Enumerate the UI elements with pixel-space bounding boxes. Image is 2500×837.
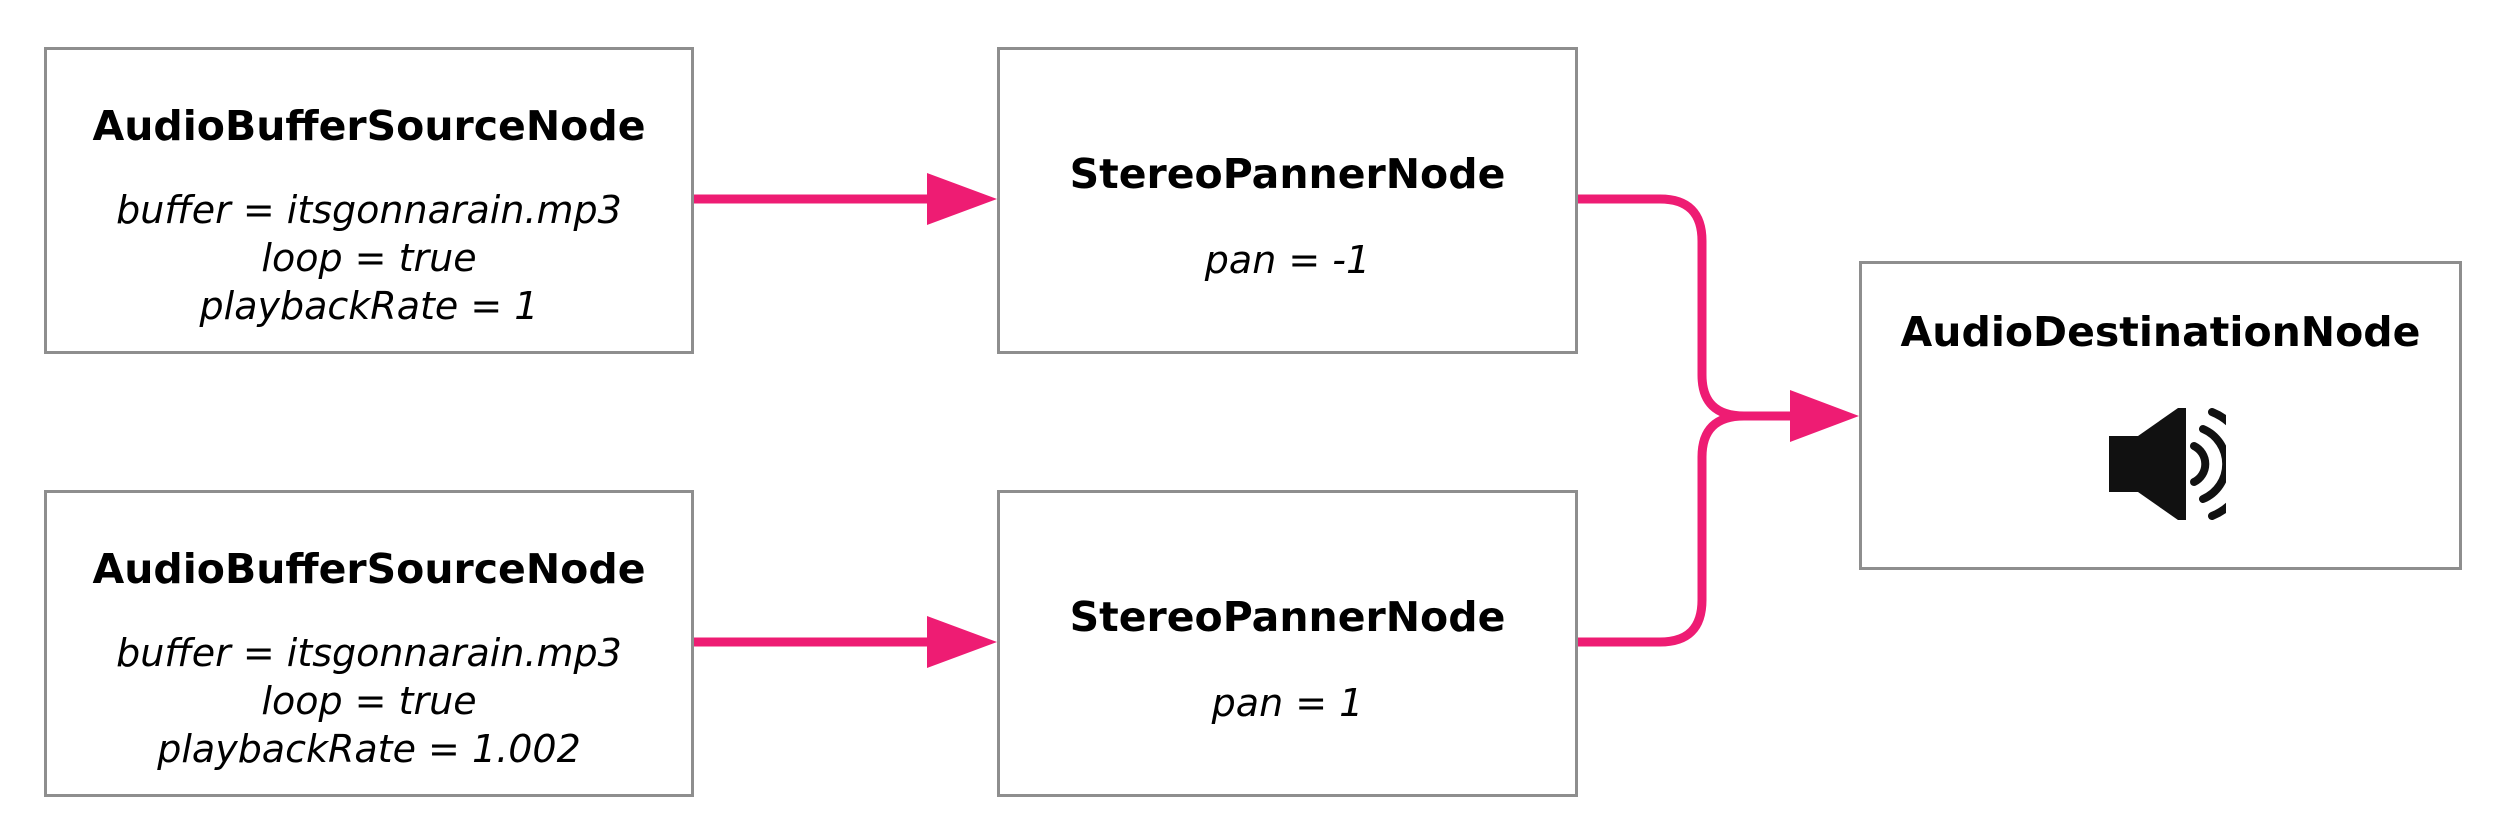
property-playback-rate: playbackRate = 1 (199, 284, 539, 328)
node-title: AudioDestinationNode (1900, 308, 2421, 356)
speaker-icon (2109, 408, 2226, 520)
audio-buffer-source-node-2: AudioBufferSourceNode buffer = itsgonnar… (44, 490, 694, 797)
arrowhead-destination (1790, 390, 1859, 442)
node-title: StereoPannerNode (1069, 593, 1506, 641)
audio-buffer-source-node-1: AudioBufferSourceNode buffer = itsgonnar… (44, 47, 694, 354)
arrowhead-panner-1 (927, 173, 997, 225)
stereo-panner-node-2: StereoPannerNode pan = 1 (997, 490, 1578, 797)
property-loop: loop = true (261, 236, 477, 280)
property-loop: loop = true (261, 679, 477, 723)
edge-panner-2-to-destination (1578, 411, 1745, 647)
node-properties: pan = 1 (1000, 679, 1575, 727)
property-pan: pan = 1 (1211, 681, 1364, 725)
node-title: StereoPannerNode (1069, 150, 1506, 198)
node-title: AudioBufferSourceNode (92, 102, 646, 150)
property-buffer: buffer = itsgonnarain.mp3 (116, 188, 622, 232)
edge-panner-1-to-destination (1578, 194, 1800, 421)
node-properties: pan = -1 (1000, 236, 1575, 284)
property-buffer: buffer = itsgonnarain.mp3 (116, 631, 622, 675)
audio-destination-node: AudioDestinationNode (1859, 261, 2462, 570)
property-playback-rate: playbackRate = 1.002 (157, 727, 581, 771)
arrowhead-panner-2 (927, 616, 997, 668)
node-properties: buffer = itsgonnarain.mp3 loop = true pl… (47, 186, 691, 330)
property-pan: pan = -1 (1204, 238, 1371, 282)
node-title: AudioBufferSourceNode (92, 545, 646, 593)
stereo-panner-node-1: StereoPannerNode pan = -1 (997, 47, 1578, 354)
node-properties: buffer = itsgonnarain.mp3 loop = true pl… (47, 629, 691, 773)
